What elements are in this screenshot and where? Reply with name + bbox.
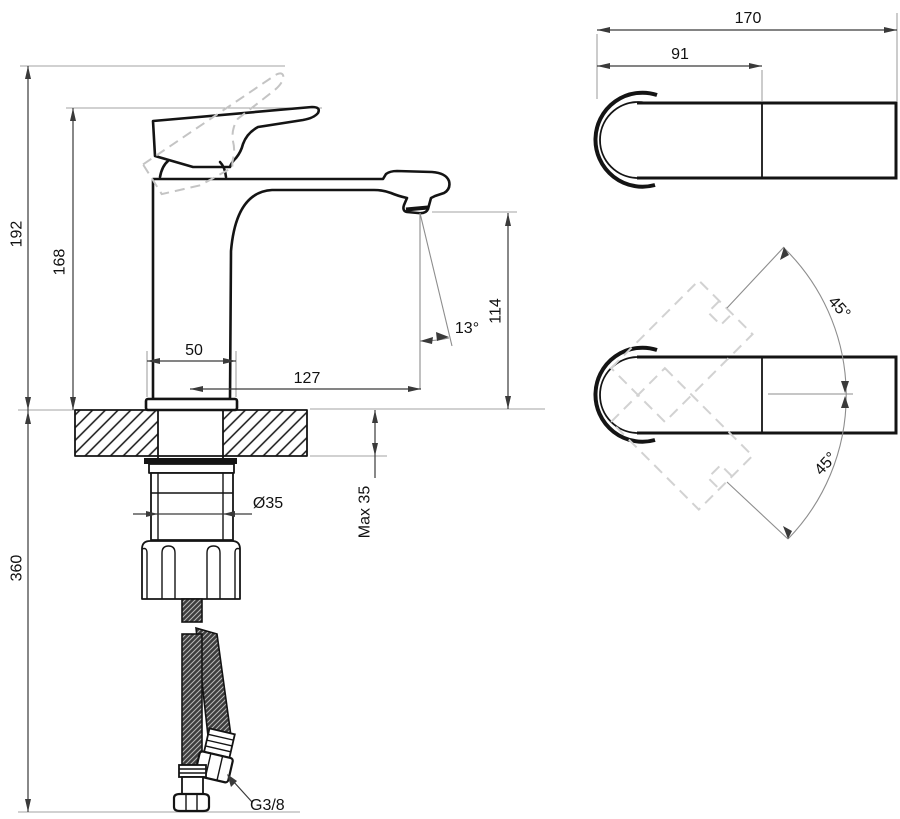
dim-base-width: 50 [185,342,203,359]
cartridge-dome-left [158,159,170,179]
thread-label: G3/8 [250,797,285,814]
flex-hoses [172,598,236,813]
swivel-phantom-down [609,366,754,511]
lever-handle [141,72,321,196]
dim-total-height: 192 [9,221,26,248]
aerator [405,205,429,212]
stream-angle-label: 13° [455,320,479,337]
straight-hose-upper [181,598,203,623]
faucet-body [144,169,451,412]
dim-spout-reach: 127 [294,370,321,387]
dim-spout-height: 114 [488,298,505,324]
swivel-up-label: 45° [825,293,854,322]
cartridge-dome-right [218,160,228,179]
dim-overall-length: 170 [735,10,762,27]
straight-hose-nut [172,764,211,813]
rotation-view: 45° 45° [593,246,898,540]
raised-handle-phantom [141,72,285,196]
base-flange [144,397,239,412]
lever-ring [593,90,658,189]
body-outline-top [637,101,898,180]
dim-handle-length: 91 [671,46,689,63]
dim-hose-length: 360 [9,555,26,582]
top-dimensions: 170 91 [597,10,897,69]
side-dimensions: 192 168 360 50 127 114 [9,66,511,814]
mounting-nut [141,540,241,600]
side-view: 13° 192 168 360 50 [9,65,545,814]
top-view: 170 91 [593,10,898,189]
straight-hose [181,633,203,766]
washer [148,463,235,474]
rubber-seal [144,458,237,464]
countertop-section [74,409,308,457]
stream-angle: 13° [419,212,479,389]
body-outline-rotation [637,355,898,435]
dim-max-deck: Max 35 [357,486,374,539]
mounting-shank [144,410,237,541]
extension-lines [18,65,545,813]
swivel-down-label: 45° [812,449,841,478]
dim-handle-height: 168 [52,249,69,276]
dim-shank-diameter: Ø35 [253,495,283,512]
